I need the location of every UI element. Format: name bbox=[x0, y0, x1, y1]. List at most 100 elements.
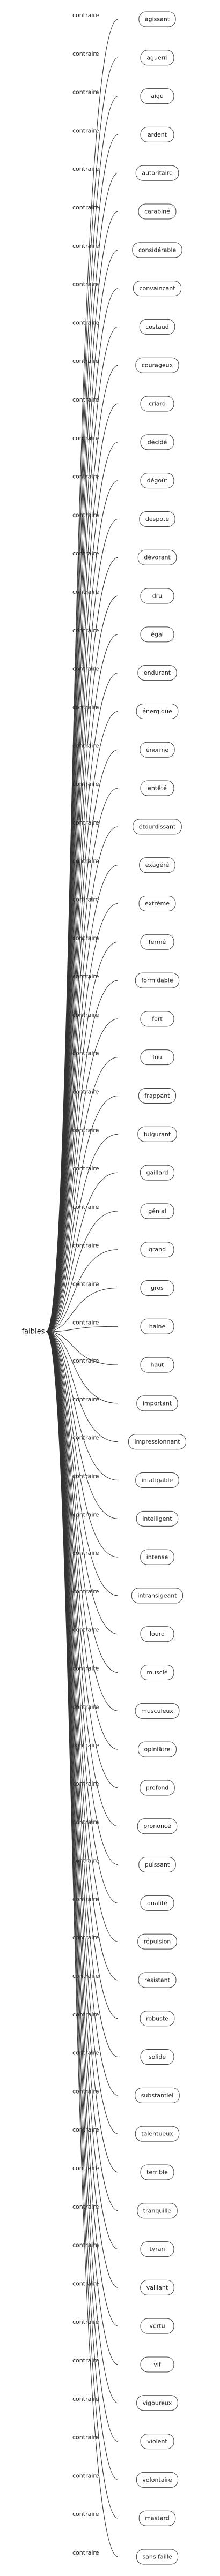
edge-16 bbox=[46, 634, 119, 1332]
edge-46 bbox=[46, 1331, 119, 1788]
target-node: énergique bbox=[136, 703, 179, 719]
target-node: égal bbox=[140, 626, 174, 643]
edge-label: contraire bbox=[72, 243, 99, 250]
edge-41 bbox=[46, 1331, 119, 1596]
target-node-label: exagéré bbox=[145, 862, 170, 868]
target-node-box bbox=[135, 165, 179, 181]
target-node: endurant bbox=[137, 665, 177, 681]
edge-label: contraire bbox=[72, 1204, 99, 1211]
target-node-label: considérable bbox=[138, 246, 177, 253]
target-node-box bbox=[140, 2011, 175, 2027]
target-node-label: carabiné bbox=[144, 208, 170, 215]
edge-label: contraire bbox=[72, 204, 99, 211]
edge-label: contraire bbox=[72, 473, 99, 480]
target-node: dévorant bbox=[137, 549, 177, 565]
edge-label: contraire bbox=[72, 1050, 99, 1057]
target-node: profond bbox=[140, 1780, 175, 1796]
edge-10 bbox=[46, 403, 119, 1332]
edge-51 bbox=[46, 1331, 119, 1981]
edge-label: contraire bbox=[72, 1665, 99, 1672]
target-node-box bbox=[138, 1741, 177, 1757]
target-node-label: résistant bbox=[144, 1976, 171, 1983]
target-node-box bbox=[140, 1895, 174, 1911]
edge-label: contraire bbox=[72, 819, 99, 826]
target-node-box bbox=[140, 2356, 174, 2373]
edge-54 bbox=[46, 1331, 119, 2096]
target-node-box bbox=[140, 780, 174, 796]
target-node-label: despote bbox=[145, 516, 170, 523]
target-node-label: tyran bbox=[149, 2246, 165, 2253]
edge-label: contraire bbox=[72, 2472, 99, 2479]
target-node-label: extrême bbox=[145, 900, 170, 907]
edge-label: contraire bbox=[72, 588, 99, 595]
edge-label: contraire bbox=[72, 435, 99, 442]
target-node-box bbox=[135, 2126, 180, 2142]
edge-label: contraire bbox=[72, 2549, 99, 2556]
target-node-box bbox=[136, 2395, 178, 2411]
target-node: solide bbox=[140, 2049, 174, 2065]
edge-label: contraire bbox=[72, 50, 99, 57]
target-node-label: gros bbox=[151, 1285, 164, 1291]
target-node-label: haine bbox=[149, 1323, 166, 1330]
target-node-box bbox=[140, 2241, 174, 2257]
edge-31 bbox=[46, 1211, 119, 1332]
target-node-box bbox=[128, 1434, 187, 1450]
target-node-box bbox=[137, 1933, 177, 1950]
edge-38 bbox=[46, 1331, 119, 1481]
target-node-box bbox=[135, 1703, 180, 1719]
edge-47 bbox=[46, 1331, 119, 1827]
edge-label: contraire bbox=[72, 666, 99, 673]
target-node-label: ardent bbox=[148, 131, 167, 138]
target-node: intelligent bbox=[136, 1510, 179, 1527]
target-node-label: vertu bbox=[149, 2323, 165, 2330]
edge-label: contraire bbox=[72, 973, 99, 980]
target-node-label: musculeux bbox=[141, 1708, 173, 1714]
target-node: dégoût bbox=[140, 473, 174, 489]
target-node-label: formidable bbox=[141, 977, 173, 984]
target-node: vaillant bbox=[140, 2279, 174, 2295]
edge-label: contraire bbox=[72, 12, 99, 19]
edge-label: contraire bbox=[72, 1819, 99, 1826]
edge-0 bbox=[46, 19, 119, 1332]
target-node-box bbox=[136, 703, 179, 719]
edge-label: contraire bbox=[72, 511, 99, 518]
edge-label: contraire bbox=[72, 858, 99, 865]
target-node-label: décidé bbox=[148, 439, 167, 445]
edge-label: contraire bbox=[72, 1011, 99, 1018]
target-node: intransigeant bbox=[131, 1588, 184, 1604]
target-node-box bbox=[137, 665, 177, 681]
target-node: musclé bbox=[140, 1665, 174, 1681]
target-node-box bbox=[139, 511, 175, 527]
target-node-label: frappant bbox=[144, 1092, 170, 1099]
target-node: intense bbox=[140, 1549, 174, 1565]
target-node-box bbox=[140, 88, 174, 104]
edge-label: contraire bbox=[72, 1742, 99, 1749]
target-node-box bbox=[140, 1549, 174, 1565]
target-node-label: qualité bbox=[147, 1900, 167, 1907]
target-node: ardent bbox=[140, 126, 174, 142]
target-node-box bbox=[138, 203, 177, 220]
target-node: sans faille bbox=[136, 2549, 179, 2565]
edge-30 bbox=[46, 1172, 119, 1332]
target-node: robuste bbox=[140, 2011, 175, 2027]
target-node-label: énorme bbox=[146, 746, 169, 753]
edge-label: contraire bbox=[72, 2165, 99, 2172]
edge-label: contraire bbox=[72, 2050, 99, 2057]
edge-label: contraire bbox=[72, 1357, 99, 1364]
edge-36 bbox=[46, 1331, 119, 1404]
target-node: prononcé bbox=[137, 1818, 178, 1834]
edge-label: contraire bbox=[72, 2280, 99, 2287]
target-node-label: autoritaire bbox=[142, 170, 173, 177]
edge-23 bbox=[46, 903, 119, 1332]
target-node-box bbox=[137, 1126, 177, 1142]
edge-label: contraire bbox=[72, 127, 99, 134]
edge-label: contraire bbox=[72, 165, 99, 172]
edge-label: contraire bbox=[72, 89, 99, 96]
target-node-box bbox=[140, 1011, 174, 1027]
target-node-box bbox=[135, 357, 179, 373]
edge-label: contraire bbox=[72, 1319, 99, 1326]
edge-29 bbox=[46, 1134, 119, 1332]
target-node-box bbox=[131, 1588, 184, 1604]
target-node-box bbox=[135, 972, 180, 988]
target-node: répulsion bbox=[137, 1933, 177, 1950]
